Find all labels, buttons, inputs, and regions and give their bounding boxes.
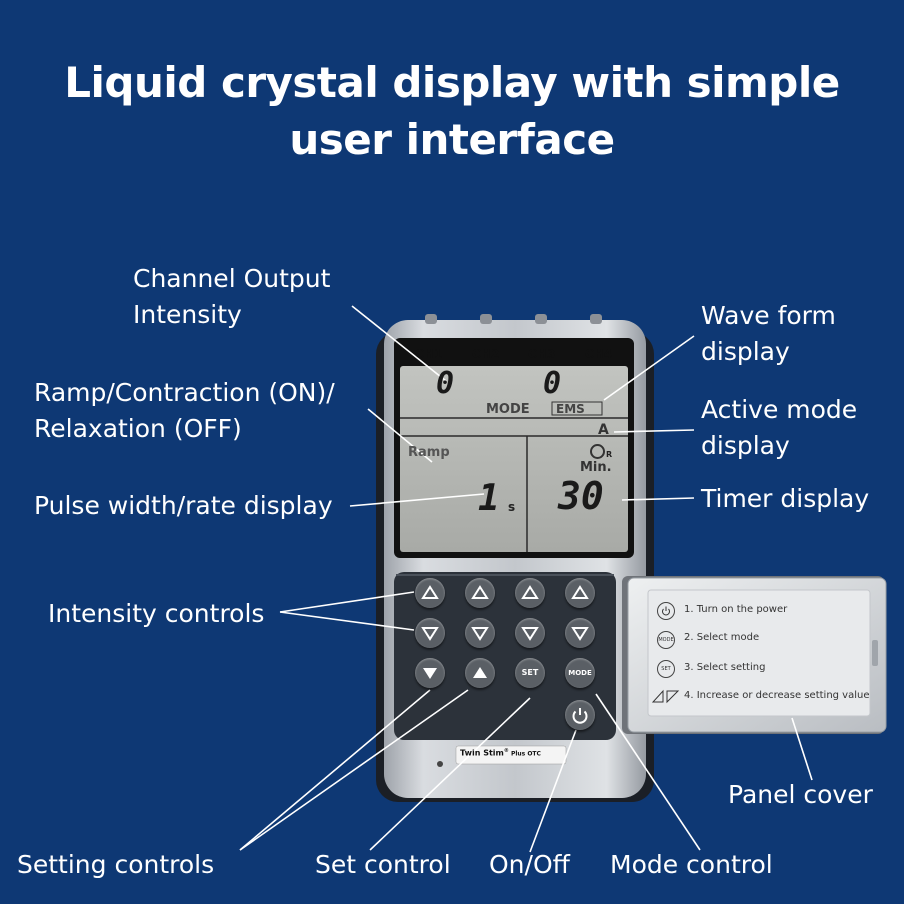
up-down-triangles-icon xyxy=(652,689,680,704)
lcd-timer-value: 30 xyxy=(558,474,604,518)
cover-step-1: 1. Turn on the power xyxy=(684,604,788,615)
triangle-down-icon xyxy=(521,627,539,641)
label-wave-form-1: Wave form xyxy=(701,301,836,330)
label-ramp-1: Ramp/Contraction (ON)/ xyxy=(34,378,335,407)
lcd-mode-letter: A xyxy=(598,422,609,438)
lcd-ch1-value: 0 xyxy=(436,366,455,401)
brand-label: Twin Stim® Plus OTC xyxy=(460,748,541,758)
label-wave-form-2: display xyxy=(701,337,790,366)
lcd-pulse-value: 1 xyxy=(478,478,500,519)
label-on-off: On/Off xyxy=(489,850,570,879)
power-glyph-icon xyxy=(662,606,670,616)
lcd-ch4: CH4 xyxy=(585,347,613,361)
brand-suffix: Plus OTC xyxy=(508,750,541,758)
setting-down-button[interactable] xyxy=(415,658,445,688)
triangle-up-icon xyxy=(521,585,539,599)
triangle-down-icon xyxy=(471,627,489,641)
triangle-down-icon xyxy=(571,627,589,641)
label-pulse-width: Pulse width/rate display xyxy=(34,491,333,520)
ch1-down-button[interactable] xyxy=(415,618,445,648)
power-button[interactable] xyxy=(565,700,595,730)
label-mode-control: Mode control xyxy=(610,850,773,879)
triangle-up-icon xyxy=(471,585,489,599)
triangle-up-icon xyxy=(421,585,439,599)
label-active-mode-1: Active mode xyxy=(701,395,858,424)
power-small-icon xyxy=(657,602,675,620)
label-setting-controls: Setting controls xyxy=(17,850,215,879)
cover-step-3: 3. Select setting xyxy=(684,662,766,673)
label-panel-cover: Panel cover xyxy=(728,780,873,809)
triangle-up-filled-icon xyxy=(473,667,487,678)
cover-step-2: 2. Select mode xyxy=(684,632,760,643)
ch4-down-button[interactable] xyxy=(565,618,595,648)
label-timer-display: Timer display xyxy=(701,484,870,513)
lcd-ramp: Ramp xyxy=(408,445,450,460)
label-active-mode-2: display xyxy=(701,431,790,460)
set-button[interactable]: SET xyxy=(515,658,545,688)
mode-button[interactable]: MODE xyxy=(565,658,595,688)
ch3-down-button[interactable] xyxy=(515,618,545,648)
lcd-mode-label: MODE xyxy=(486,402,530,417)
cover-step-4: 4. Increase or decrease setting value xyxy=(684,690,870,701)
timer-clock-icon xyxy=(590,444,605,459)
lcd-timer-unit: Min. xyxy=(580,460,612,475)
lcd-mode-value: EMS xyxy=(556,402,585,416)
lcd-timer-symbol: R xyxy=(606,450,613,459)
headline-line-1: Liquid crystal display with simple xyxy=(64,58,840,107)
triangle-up-icon xyxy=(571,585,589,599)
mode-small-icon: MODE xyxy=(657,631,675,649)
power-icon xyxy=(572,708,588,724)
mode-button-label: MODE xyxy=(568,669,592,677)
brand-main: Twin Stim xyxy=(460,748,504,758)
label-channel-output-2: Intensity xyxy=(133,300,242,329)
ch3-up-button[interactable] xyxy=(515,578,545,608)
headline-line-2: user interface xyxy=(289,115,615,164)
label-channel-output-1: Channel Output xyxy=(133,264,331,293)
set-button-label: SET xyxy=(521,668,539,677)
lcd-ch2: CH2 xyxy=(472,347,500,361)
lcd-ch3-value: 0 xyxy=(543,366,562,401)
ch2-up-button[interactable] xyxy=(465,578,495,608)
lcd-ch1: CH1 xyxy=(415,347,443,361)
label-set-control: Set control xyxy=(315,850,451,879)
brand-registered: ® xyxy=(503,748,509,754)
triangle-down-icon xyxy=(421,627,439,641)
setting-up-button[interactable] xyxy=(465,658,495,688)
lcd-pulse-unit: s xyxy=(508,500,516,514)
label-ramp-2: Relaxation (OFF) xyxy=(34,414,242,443)
ch2-down-button[interactable] xyxy=(465,618,495,648)
triangle-down-filled-icon xyxy=(423,668,437,679)
ch1-up-button[interactable] xyxy=(415,578,445,608)
label-intensity-controls: Intensity controls xyxy=(48,599,265,628)
set-small-icon: SET xyxy=(657,660,675,678)
lcd-ch3: CH3 xyxy=(528,347,556,361)
ch4-up-button[interactable] xyxy=(565,578,595,608)
